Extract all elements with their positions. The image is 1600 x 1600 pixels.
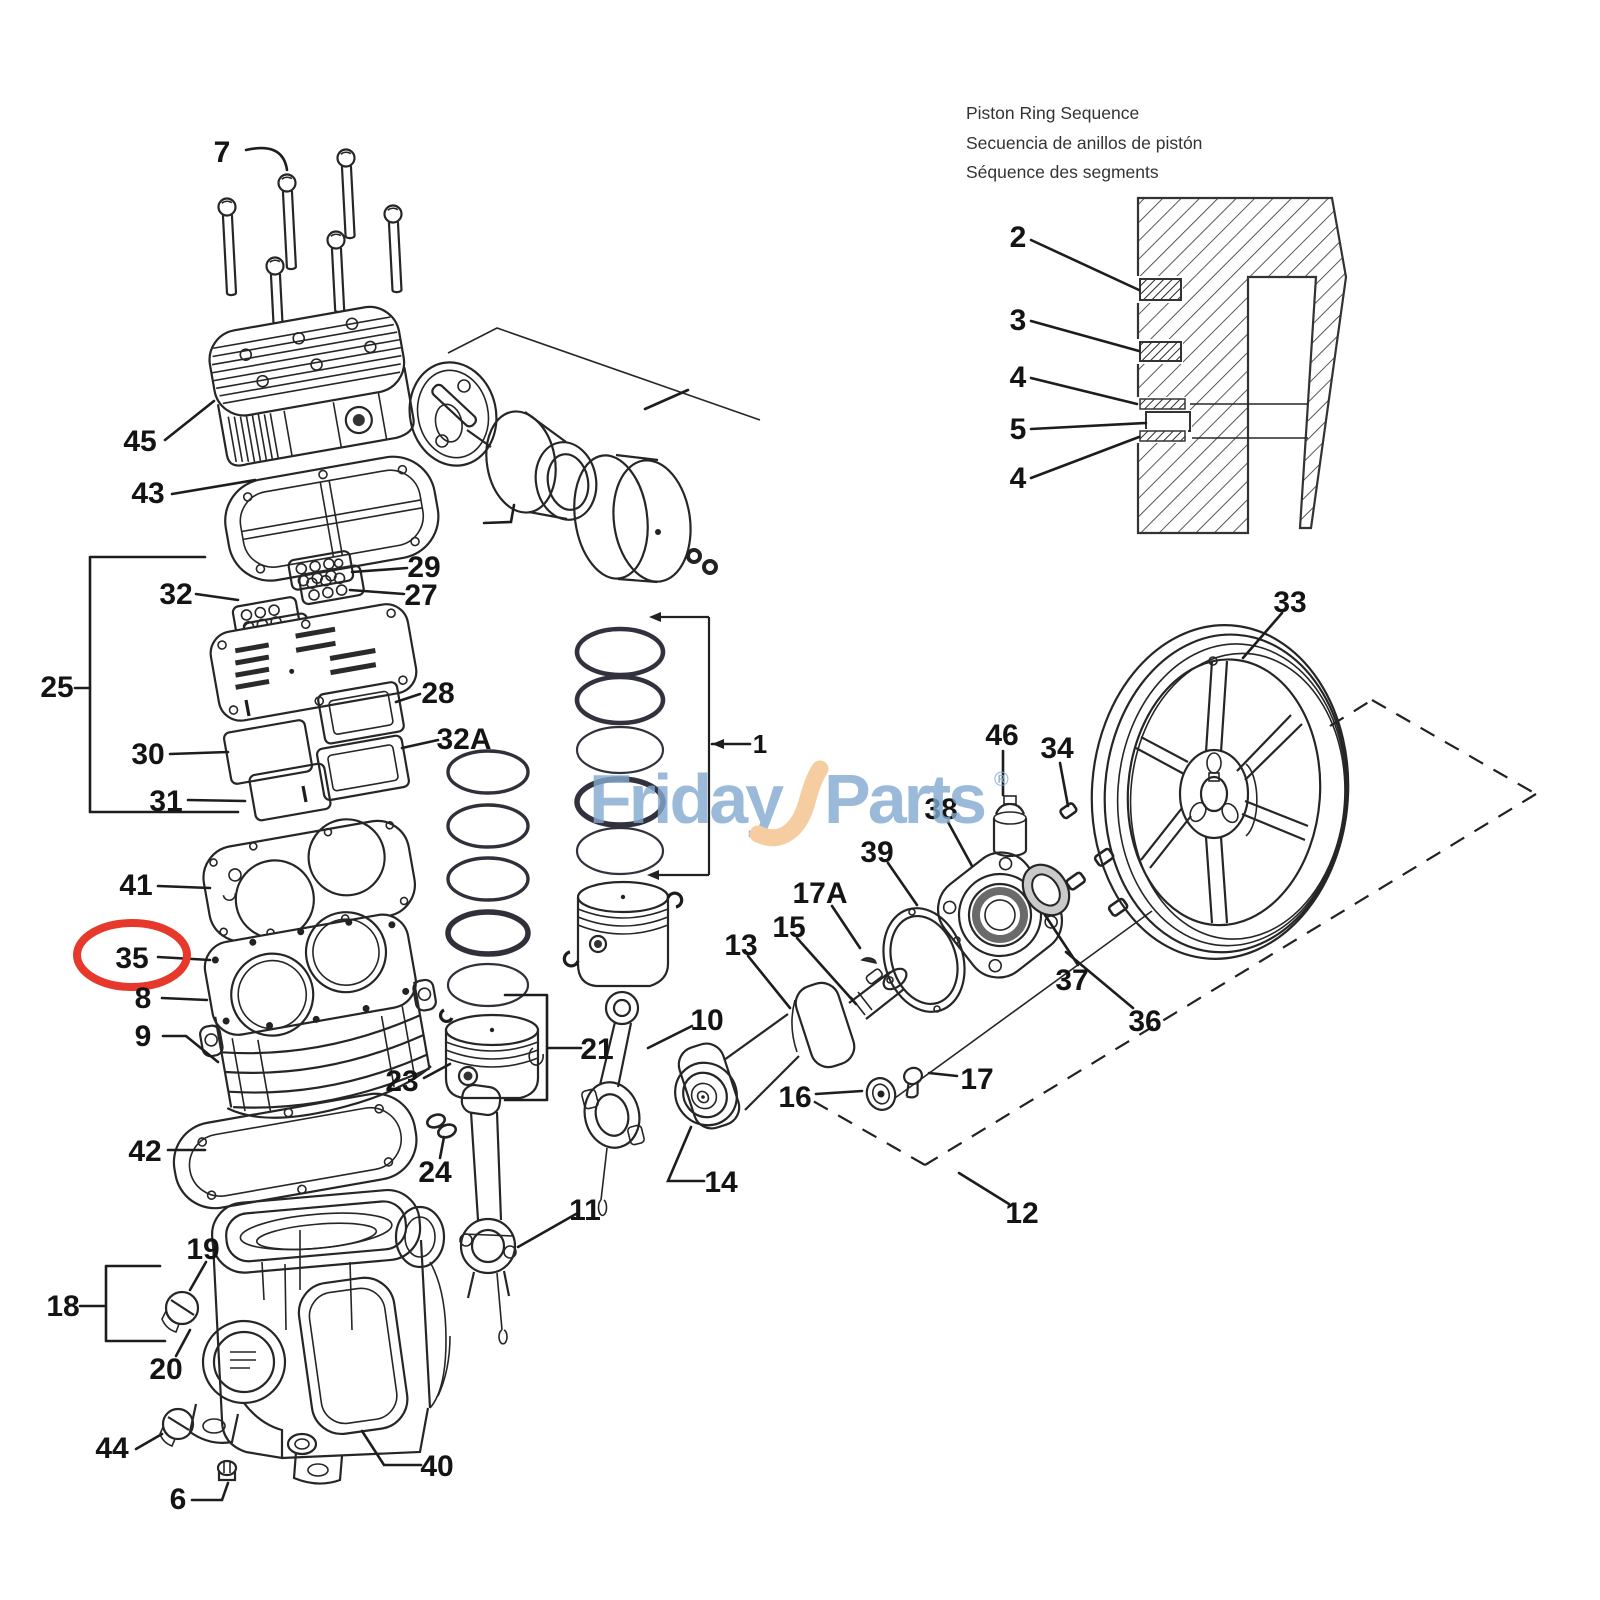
svg-text:32A: 32A — [436, 723, 491, 756]
svg-text:®: ® — [994, 769, 1009, 791]
svg-text:16: 16 — [778, 1081, 811, 1114]
svg-text:27: 27 — [404, 579, 437, 612]
svg-text:12: 12 — [1005, 1197, 1038, 1230]
svg-text:10: 10 — [690, 1004, 723, 1037]
svg-text:8: 8 — [135, 982, 152, 1015]
svg-text:5: 5 — [1010, 413, 1027, 446]
svg-text:4: 4 — [1010, 462, 1027, 495]
svg-text:6: 6 — [170, 1483, 187, 1516]
svg-text:13: 13 — [724, 929, 757, 962]
svg-text:43: 43 — [131, 477, 164, 510]
svg-text:23: 23 — [385, 1065, 418, 1098]
svg-text:11: 11 — [569, 1194, 601, 1227]
svg-text:36: 36 — [1128, 1005, 1161, 1038]
svg-text:4: 4 — [1010, 361, 1027, 394]
svg-text:17: 17 — [960, 1063, 993, 1096]
svg-text:Secuencia de anillos de pistón: Secuencia de anillos de pistón — [966, 133, 1202, 153]
svg-text:28: 28 — [421, 677, 454, 710]
svg-text:Piston Ring Sequence: Piston Ring Sequence — [966, 103, 1139, 123]
svg-text:9: 9 — [135, 1020, 152, 1053]
svg-text:20: 20 — [149, 1353, 182, 1386]
svg-text:25: 25 — [40, 671, 73, 704]
svg-text:Friday: Friday — [589, 760, 784, 838]
svg-text:Séquence des segments: Séquence des segments — [966, 162, 1159, 182]
svg-text:35: 35 — [115, 942, 148, 975]
svg-text:40: 40 — [420, 1450, 453, 1483]
svg-text:15: 15 — [772, 911, 805, 944]
svg-text:32: 32 — [159, 578, 192, 611]
svg-text:1: 1 — [753, 729, 767, 759]
svg-text:21: 21 — [580, 1033, 613, 1066]
svg-text:30: 30 — [131, 738, 164, 771]
svg-text:39: 39 — [860, 836, 893, 869]
svg-text:42: 42 — [128, 1135, 161, 1168]
svg-text:37: 37 — [1055, 964, 1088, 997]
svg-text:34: 34 — [1040, 732, 1074, 765]
svg-text:Parts: Parts — [824, 760, 985, 838]
svg-text:46: 46 — [985, 719, 1018, 752]
svg-text:3: 3 — [1010, 304, 1027, 337]
svg-text:31: 31 — [149, 785, 182, 818]
svg-text:45: 45 — [123, 425, 156, 458]
svg-text:14: 14 — [704, 1166, 738, 1199]
svg-text:2: 2 — [1010, 221, 1027, 254]
svg-text:7: 7 — [214, 136, 231, 169]
svg-text:29: 29 — [407, 551, 440, 584]
svg-text:17A: 17A — [792, 877, 847, 910]
svg-text:44: 44 — [95, 1432, 129, 1465]
svg-text:33: 33 — [1273, 586, 1306, 619]
svg-text:18: 18 — [46, 1290, 79, 1323]
svg-text:24: 24 — [418, 1156, 452, 1189]
svg-text:41: 41 — [119, 869, 152, 902]
svg-text:38: 38 — [924, 793, 957, 826]
svg-text:19: 19 — [186, 1233, 219, 1266]
